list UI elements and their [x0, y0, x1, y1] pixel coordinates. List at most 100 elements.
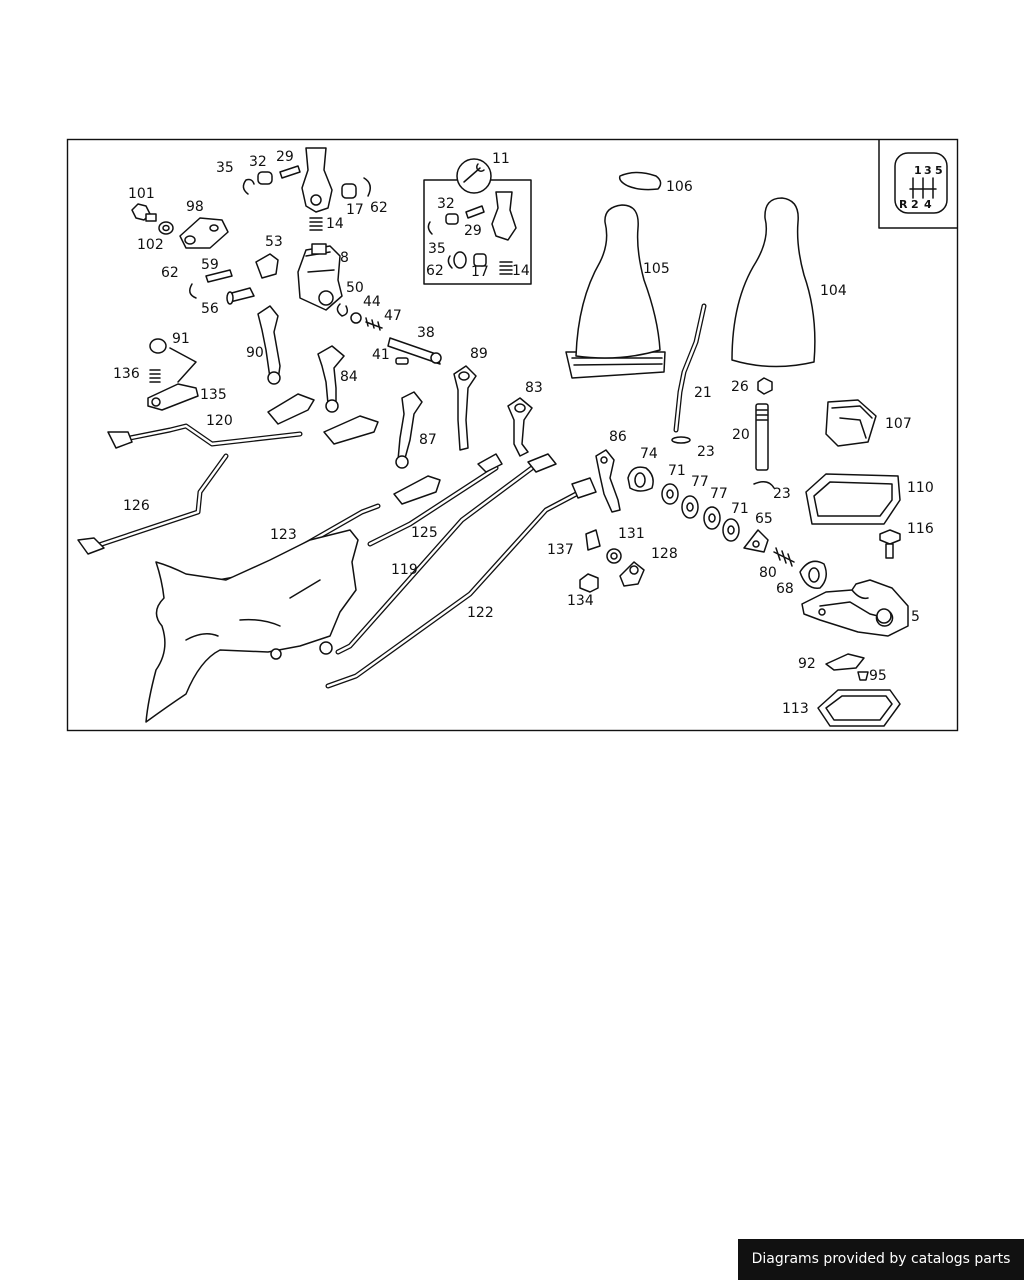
callout-126: 126: [123, 498, 150, 514]
callout-128: 128: [651, 546, 678, 562]
callout-104: 104: [820, 283, 847, 299]
rod-20: [753, 377, 775, 489]
spring-14: [309, 217, 323, 231]
callout-113: 113: [782, 701, 809, 717]
bolt-101: [131, 203, 157, 222]
callout-136: 136: [113, 366, 140, 382]
rod-125: [367, 453, 503, 547]
gasket-113: [817, 689, 901, 727]
plate-92: [825, 653, 865, 671]
callout-32b: 32: [437, 196, 455, 212]
callout-47: 47: [384, 308, 402, 324]
nut-134: [579, 573, 599, 593]
part-128: [619, 561, 645, 587]
callout-80: 80: [759, 565, 777, 581]
part-53: [255, 253, 279, 279]
diagram-frame: [66, 138, 959, 732]
callout-87: 87: [419, 432, 437, 448]
rod-122: [325, 477, 597, 689]
washer-stack: [661, 483, 740, 542]
bracket-98: [179, 217, 229, 249]
ring-50: [336, 303, 349, 317]
shift-lever-21: [671, 303, 707, 444]
callout-107: 107: [885, 416, 912, 432]
bush-32: [257, 171, 273, 185]
lever-87: [395, 391, 423, 469]
callout-labels: 101 102 98 35 32 29 17 62 14 8 53 59 62 …: [113, 149, 934, 717]
callout-32: 32: [249, 154, 267, 170]
callout-44: 44: [363, 294, 381, 310]
lever-89: [453, 365, 477, 451]
housing-5: [801, 579, 909, 637]
bolt-116: [879, 529, 901, 559]
washer-44: [350, 312, 362, 324]
pin-56: [226, 287, 255, 305]
callout-77b: 77: [710, 486, 728, 502]
shaft-38: [387, 337, 442, 365]
callout-59: 59: [201, 257, 219, 273]
callout-110: 110: [907, 480, 934, 496]
callout-8: 8: [340, 250, 349, 266]
lever-135: [147, 383, 199, 411]
callout-91: 91: [172, 331, 190, 347]
lever-86: [595, 449, 621, 513]
callout-62b: 62: [161, 265, 179, 281]
callout-68: 68: [776, 581, 794, 597]
callout-65: 65: [755, 511, 773, 527]
callout-134: 134: [567, 593, 594, 609]
selector-8-top: [301, 147, 333, 213]
callout-86: 86: [609, 429, 627, 445]
tray-110: [805, 473, 901, 525]
lever-90: [257, 305, 281, 385]
clip-35: [242, 178, 255, 195]
callout-135: 135: [200, 387, 227, 403]
callout-102: 102: [137, 237, 164, 253]
callout-41: 41: [372, 347, 390, 363]
callout-77: 77: [691, 474, 709, 490]
callout-116: 116: [907, 521, 934, 537]
spring-47: [365, 317, 383, 331]
callout-14: 14: [326, 216, 344, 232]
callout-84: 84: [340, 369, 358, 385]
link-87b: [393, 475, 441, 505]
callout-5: 5: [911, 609, 920, 625]
callout-62c: 62: [426, 263, 444, 279]
callout-17b: 17: [471, 264, 489, 280]
callout-83: 83: [525, 380, 543, 396]
pin-41: [395, 357, 409, 365]
part-137: [585, 529, 601, 551]
callout-74: 74: [640, 446, 658, 462]
part-65: [743, 529, 769, 553]
rod-120: [107, 423, 303, 449]
callout-92: 92: [798, 656, 816, 672]
transmission-housing: [145, 529, 359, 723]
callout-90: 90: [246, 345, 264, 361]
callout-29b: 29: [464, 223, 482, 239]
callout-101: 101: [128, 186, 155, 202]
clip-62: [363, 177, 371, 197]
lever-83: [507, 397, 533, 457]
selector-8: [297, 243, 343, 311]
callout-137: 137: [547, 542, 574, 558]
part-74: [627, 466, 654, 492]
callout-23: 23: [697, 444, 715, 460]
callout-98: 98: [186, 199, 204, 215]
rod-126: [77, 453, 229, 555]
callout-89: 89: [470, 346, 488, 362]
spring-136: [149, 369, 161, 383]
callout-35: 35: [216, 160, 234, 176]
shift-pattern-box: [878, 139, 958, 229]
bush-91: [149, 338, 197, 383]
callout-120: 120: [206, 413, 233, 429]
bush-68: [799, 560, 827, 589]
footer-credit: Diagrams provided by catalogs parts: [738, 1239, 1024, 1280]
callout-11: 11: [492, 151, 510, 167]
callout-125: 125: [411, 525, 438, 541]
callout-106: 106: [666, 179, 693, 195]
callout-95: 95: [869, 668, 887, 684]
callout-53: 53: [265, 234, 283, 250]
link-90b: [267, 393, 315, 425]
gear-2: 2: [911, 198, 919, 211]
callout-26: 26: [731, 379, 749, 395]
